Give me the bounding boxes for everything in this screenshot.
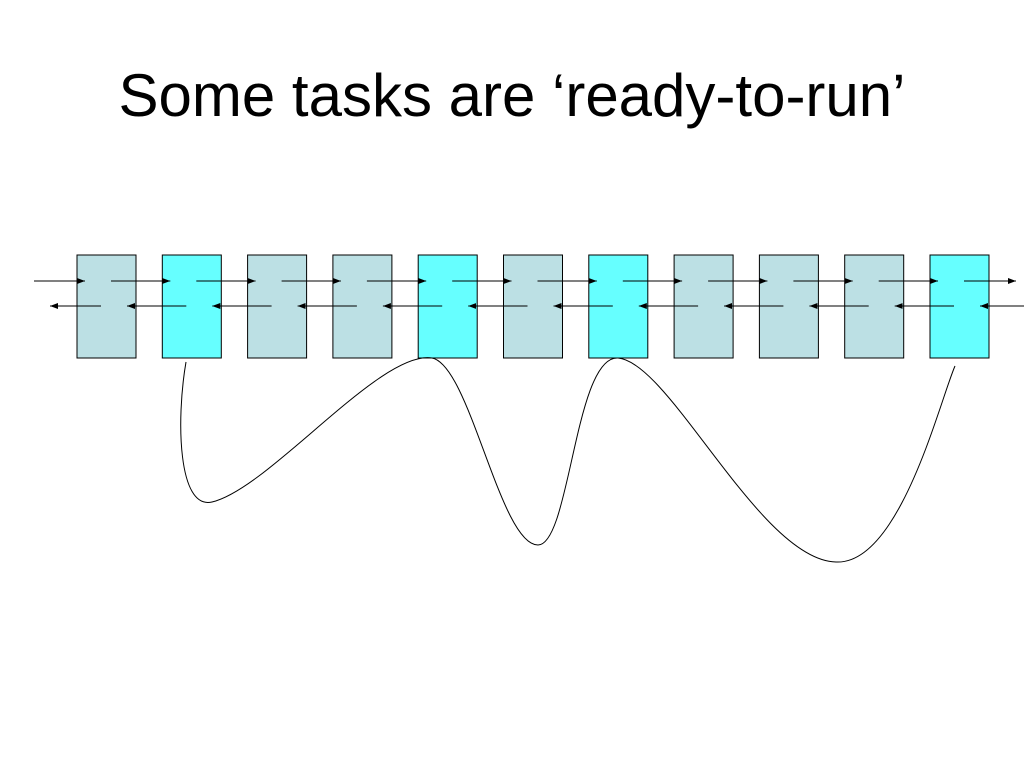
task-node bbox=[844, 254, 905, 359]
slide-title: Some tasks are ‘ready-to-run’ bbox=[118, 62, 906, 129]
ready-queue-link bbox=[180, 357, 956, 563]
list-links bbox=[34, 278, 1024, 309]
